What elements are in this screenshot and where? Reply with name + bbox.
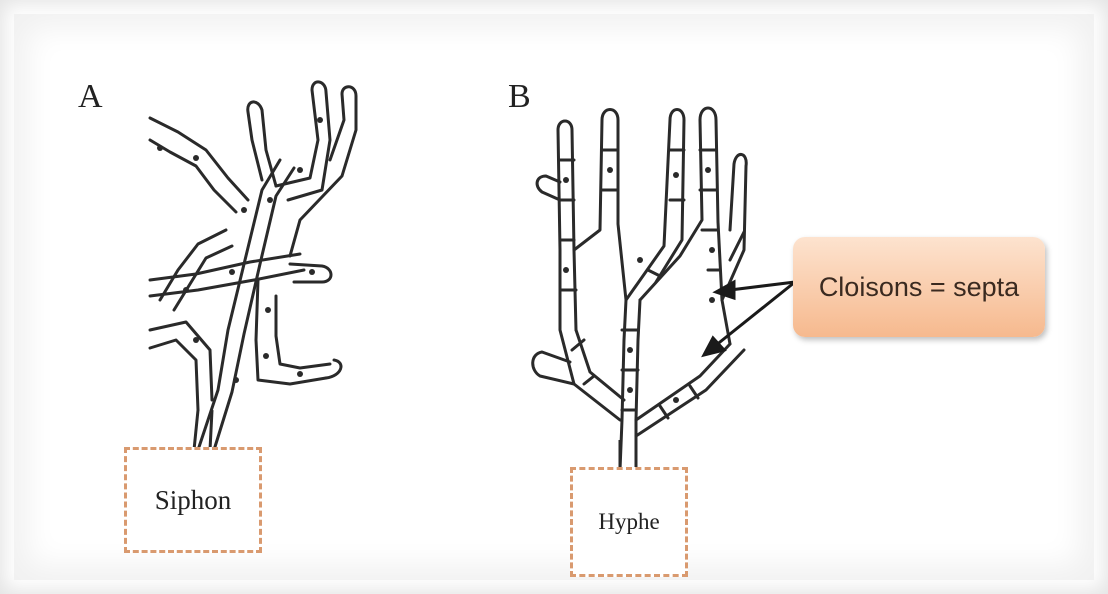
diagram-a-letter: A bbox=[78, 78, 103, 116]
hyphe-label: Hyphe bbox=[570, 467, 688, 577]
siphon-label: Siphon bbox=[124, 447, 262, 553]
septa-callout: Cloisons = septa bbox=[793, 237, 1045, 337]
diagram-b-letter: B bbox=[508, 78, 531, 116]
